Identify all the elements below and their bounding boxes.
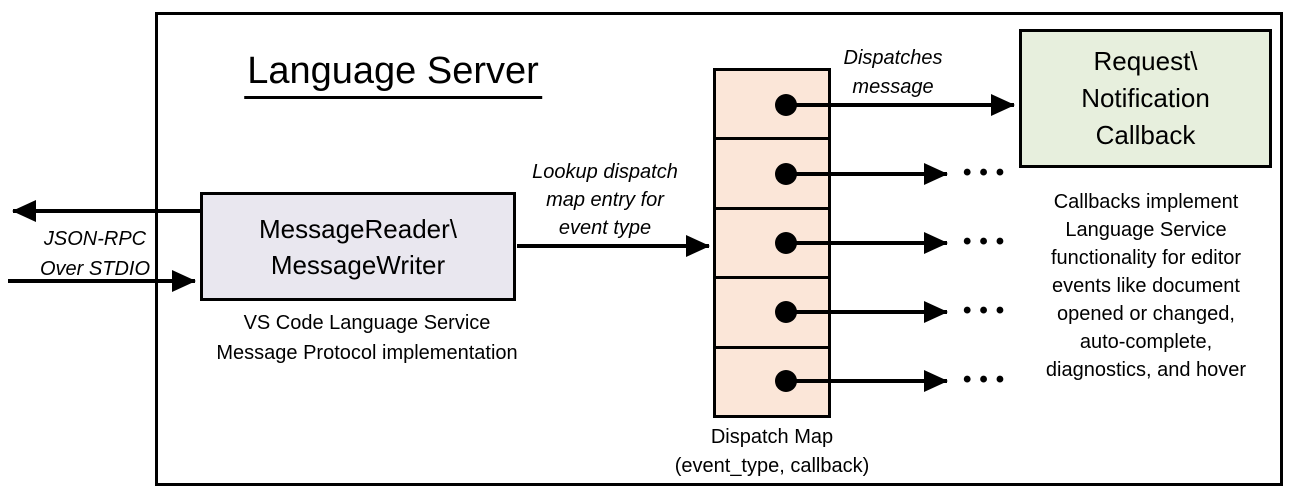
diagram-title: Language Server — [244, 50, 542, 99]
callback-box-line3: Callback — [1095, 120, 1196, 150]
dispatch-map-cell — [716, 71, 828, 138]
dispatch-map — [713, 68, 831, 418]
callbacks-note: Callbacks implement Language Service fun… — [1045, 191, 1247, 381]
ellipsis-icon: ••• — [963, 227, 1013, 255]
dispatch-map-cell — [716, 276, 828, 346]
dispatches-message-label: Dispatches message — [843, 47, 943, 98]
dispatch-map-caption: Dispatch Map (event_type, callback) — [674, 426, 870, 477]
dispatch-map-cell — [716, 137, 828, 207]
json-rpc-stdio-label: JSON-RPC Over STDIO — [39, 228, 151, 280]
dispatch-map-cell — [716, 206, 828, 277]
message-reader-writer-text: MessageReader\ MessageWriter — [259, 211, 457, 283]
callback-box-line2: Notification — [1081, 83, 1210, 113]
message-reader-line: MessageReader\ — [259, 213, 457, 244]
dispatch-map-cell — [716, 345, 828, 416]
reader-box-caption: VS Code Language Service Message Protoco… — [216, 312, 518, 364]
ellipsis-icon: ••• — [963, 296, 1013, 324]
message-reader-writer-box: MessageReader\ MessageWriter — [200, 192, 516, 301]
callback-box-line1: Request\ — [1093, 46, 1198, 76]
ellipsis-icon: ••• — [963, 158, 1013, 186]
lookup-dispatch-label: Lookup dispatch map entry for event type — [532, 161, 678, 239]
message-writer-line: MessageWriter — [270, 249, 446, 280]
callback-box-text: Request\ Notification Callback — [1081, 43, 1210, 154]
ellipsis-icon: ••• — [963, 365, 1013, 393]
request-notification-callback-box: Request\ Notification Callback — [1019, 29, 1272, 168]
